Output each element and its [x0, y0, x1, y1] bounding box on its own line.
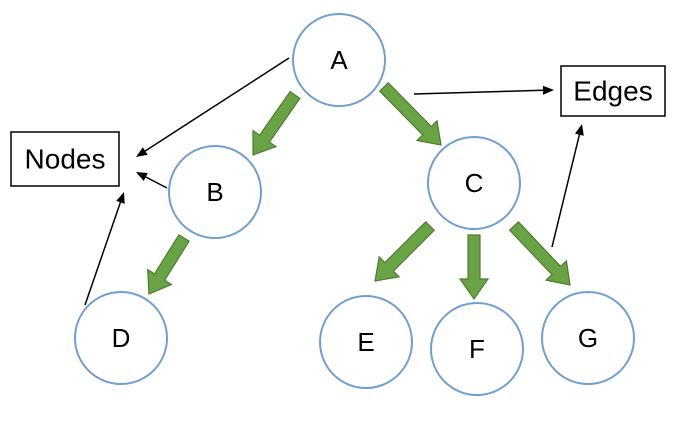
node-b: B [168, 145, 262, 239]
node-d-circle [74, 291, 168, 385]
edge-a-b-arrow [252, 90, 301, 156]
nodes-callout-label: Nodes [25, 144, 106, 175]
node-f: F [430, 302, 524, 396]
pointer-edge-ac-to-edges-line [413, 89, 544, 95]
pointer-b-to-nodes-head [136, 172, 148, 181]
pointer-edge-cg-to-edges-line [551, 134, 581, 248]
pointer-a-to-nodes-line [144, 57, 290, 152]
node-f-circle [430, 302, 524, 396]
node-g-label: G [578, 323, 598, 353]
nodes-callout-box [10, 131, 120, 187]
node-d: D [74, 291, 168, 385]
edge-c-g-arrow [508, 221, 571, 286]
pointer-edge-cg-to-edges-head [575, 124, 584, 136]
edges-callout-label: Edges [573, 76, 652, 107]
edge-c-f-arrow [458, 234, 490, 301]
node-e: E [319, 295, 413, 389]
pointer-b-to-nodes-line [145, 176, 168, 189]
node-d-label: D [112, 323, 131, 353]
node-a: A [292, 13, 386, 107]
node-e-circle [319, 295, 413, 389]
node-a-circle [292, 13, 386, 107]
edges-callout: Edges [560, 65, 666, 117]
nodes-callout: Nodes [10, 131, 120, 187]
node-b-circle [168, 145, 262, 239]
node-a-label: A [330, 45, 348, 75]
node-e-label: E [357, 327, 374, 357]
edges-callout-box [560, 65, 666, 117]
pointer-b-to-nodes [136, 172, 168, 189]
edge-c-e-arrow [374, 220, 436, 282]
node-f-label: F [469, 334, 485, 364]
node-c: C [427, 136, 521, 230]
edge-a-c-arrow [378, 81, 442, 146]
pointer-d-to-nodes-line [84, 202, 122, 306]
pointer-edge-cg-to-edges [551, 124, 584, 248]
pointer-d-to-nodes [84, 192, 125, 306]
node-c-label: C [465, 168, 484, 198]
node-g-circle [541, 291, 635, 385]
pointer-edge-ac-to-edges-head [542, 85, 554, 95]
node-c-circle [427, 136, 521, 230]
edge-b-d-arrow [147, 233, 190, 295]
callout-pointers [84, 57, 584, 306]
node-g: G [541, 291, 635, 385]
pointer-edge-ac-to-edges [413, 85, 554, 95]
node-b-label: B [206, 177, 223, 207]
pointer-a-to-nodes-head [136, 147, 148, 157]
pointer-d-to-nodes-head [116, 192, 125, 204]
tree-edges [147, 81, 571, 301]
pointer-a-to-nodes [136, 57, 290, 157]
